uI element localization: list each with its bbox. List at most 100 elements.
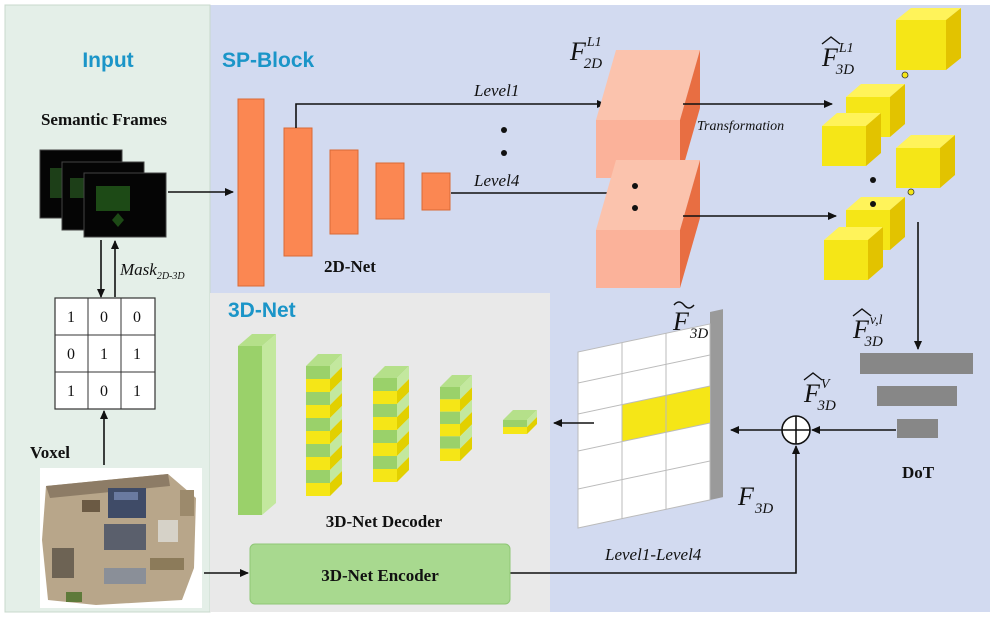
decoder-block-2-side <box>330 406 342 431</box>
decoder-block-4-stripe <box>440 448 460 461</box>
f2d-block-top-face <box>596 50 700 120</box>
yellow-cube-side <box>890 84 905 137</box>
f2d-block-side-face <box>680 50 700 178</box>
decoder-block-3-side <box>397 392 409 417</box>
decoder-block-4-side <box>460 412 472 437</box>
decoder-block-2-stripe <box>306 418 330 431</box>
decoder-block-2-stripe <box>306 431 330 444</box>
yellow-cube-top <box>896 135 955 148</box>
decoder-block-2-side <box>330 393 342 418</box>
matrix-cell: 0 <box>100 309 108 326</box>
level4-label: Level4 <box>473 171 520 190</box>
yellow-cube-front <box>896 20 946 70</box>
voxel-scene-bed-top <box>114 492 138 500</box>
mask-label: Mask2D-3D <box>119 260 185 282</box>
matrix-cell: 0 <box>67 346 75 363</box>
transformation-label: Transformation <box>697 119 784 134</box>
net2d-layer-1 <box>237 98 265 287</box>
level1-arrow <box>295 100 606 128</box>
decoder-block-4-top <box>440 375 472 387</box>
decoder-block-5-top <box>503 410 537 420</box>
yellow-cube-side <box>946 8 961 70</box>
decoder-striped-blocks <box>306 354 537 496</box>
voxel-scene-wall <box>46 474 170 498</box>
decoder-block-4-side <box>460 387 472 412</box>
encoder-label: 3D-Net Encoder <box>321 566 439 585</box>
decoder-block-3-side <box>397 444 409 469</box>
f3d-label: F3D <box>737 482 773 517</box>
net2d-label: 2D-Net <box>324 257 376 276</box>
yellow-cube-side <box>890 197 905 250</box>
decoder-block-3-stripe <box>373 456 397 469</box>
decoder-block-4-stripe <box>440 424 460 437</box>
decoder-block-3-side <box>397 379 409 404</box>
ellipsis-dot <box>870 201 876 207</box>
voxel-scene-shelf <box>180 490 194 516</box>
decoder-block-2-stripe <box>306 366 330 379</box>
sum-operator <box>781 415 811 445</box>
decoder-block-3-side <box>397 457 409 482</box>
grid-line <box>578 354 710 384</box>
yellow-cube-front <box>822 126 866 166</box>
decoder-block-3-stripe <box>373 404 397 417</box>
voxel-scene-plant <box>66 592 82 602</box>
dot-bar-2 <box>877 386 957 406</box>
frame-front-patch <box>96 186 130 211</box>
dot-bar-3 <box>897 419 938 438</box>
level1-label: Level1 <box>473 81 519 100</box>
decoder-block-4-stripe <box>440 411 460 424</box>
fvl-hat <box>852 308 872 317</box>
decoder-block-2-side <box>330 367 342 392</box>
encoder-to-sum-arrow <box>510 445 800 574</box>
decoder-label: 3D-Net Decoder <box>326 512 443 531</box>
f2d-feature-blocks <box>596 50 700 288</box>
ellipsis-dot <box>501 150 507 156</box>
encoder-box <box>249 543 511 605</box>
decoder-block-3-stripe <box>373 417 397 430</box>
ftilde-tilde <box>673 301 695 309</box>
f2d-block2-front <box>596 230 680 288</box>
decoder-block-2-stripe <box>306 392 330 405</box>
frame-front-diamond <box>112 213 124 227</box>
yellow-cube-top <box>824 227 883 240</box>
decoder-block-5-stripe <box>503 420 527 427</box>
decoder-block-2-stripe <box>306 379 330 392</box>
decoder-block-4-side <box>460 424 472 449</box>
decoder-block-3-stripe <box>373 391 397 404</box>
decoder-block-2-side <box>330 432 342 457</box>
yellow-cube-side <box>940 135 955 188</box>
matrix-cell: 0 <box>133 309 141 326</box>
voxel-scene-chair <box>158 520 178 542</box>
decoder-block-2-side <box>330 380 342 405</box>
f2d-block2-top-face <box>596 160 700 230</box>
matrix-cell: 1 <box>67 383 75 400</box>
decoder-blocks <box>238 334 276 515</box>
net2d-layer-5 <box>421 172 451 211</box>
voxel-scene-image <box>40 468 202 608</box>
decoder-block-3-side <box>397 405 409 430</box>
voxel-scene-counter <box>150 558 184 570</box>
net2d-layer-2 <box>283 127 313 257</box>
decoder-block-1-top <box>238 334 276 346</box>
decoder-block-3-stripe <box>373 469 397 482</box>
grid-line <box>578 460 710 490</box>
net2d-layers <box>237 98 451 287</box>
dot-bars <box>860 353 973 438</box>
decoder-block-2-stripe <box>306 405 330 418</box>
yellow-cube-side <box>866 113 881 166</box>
decoder-block-2-stripe <box>306 457 330 470</box>
decoder-block-4-side <box>460 375 472 400</box>
frame-mid-patch <box>70 178 84 198</box>
decoder-block-2-side <box>330 471 342 496</box>
matrix-cell: 1 <box>100 346 108 363</box>
yellow-cube-dot <box>907 188 915 196</box>
f3d-yellow-cubes <box>822 8 961 280</box>
ellipsis-dot <box>632 205 638 211</box>
decoder-block-4-stripe <box>440 387 460 400</box>
decoder-block-2-side <box>330 354 342 379</box>
sp-block-heading: SP-Block <box>222 49 315 72</box>
